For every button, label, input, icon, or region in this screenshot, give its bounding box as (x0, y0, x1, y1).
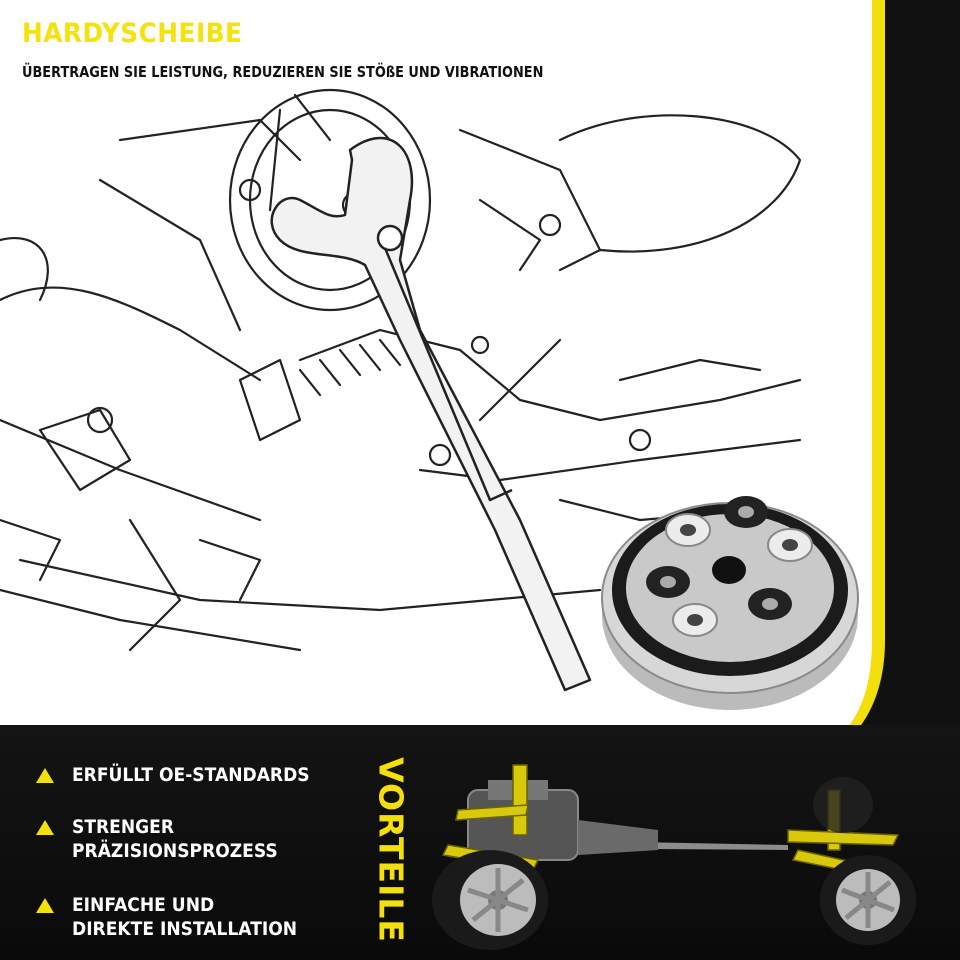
benefits-heading: VORTEILE (371, 750, 411, 950)
warning-triangle-icon (36, 820, 54, 835)
drivetrain-image (432, 764, 916, 950)
illustration-panel: HARDYSCHEIBE ÜBERTRAGEN SIE LEISTUNG, RE… (0, 0, 960, 725)
benefit-label: STRENGER PRÄZISIONSPROZESS (72, 816, 278, 862)
benefit-item: ERFÜLLT OE-STANDARDS (36, 763, 336, 787)
hardy-disc-image (601, 496, 859, 710)
page-subtitle: ÜBERTRAGEN SIE LEISTUNG, REDUZIEREN SIE … (22, 63, 544, 81)
benefits-heading-text: VORTEILE (371, 757, 411, 943)
warning-triangle-icon (36, 898, 54, 913)
warning-triangle-icon (36, 768, 54, 783)
benefit-item: EINFACHE UND DIREKTE INSTALLATION (36, 893, 322, 941)
benefit-item: STRENGER PRÄZISIONSPROZESS (36, 815, 301, 863)
benefit-label: ERFÜLLT OE-STANDARDS (72, 764, 310, 786)
page-title: HARDYSCHEIBE (22, 18, 243, 49)
installation-line-drawing (0, 88, 859, 710)
benefit-label: EINFACHE UND DIREKTE INSTALLATION (72, 894, 298, 940)
